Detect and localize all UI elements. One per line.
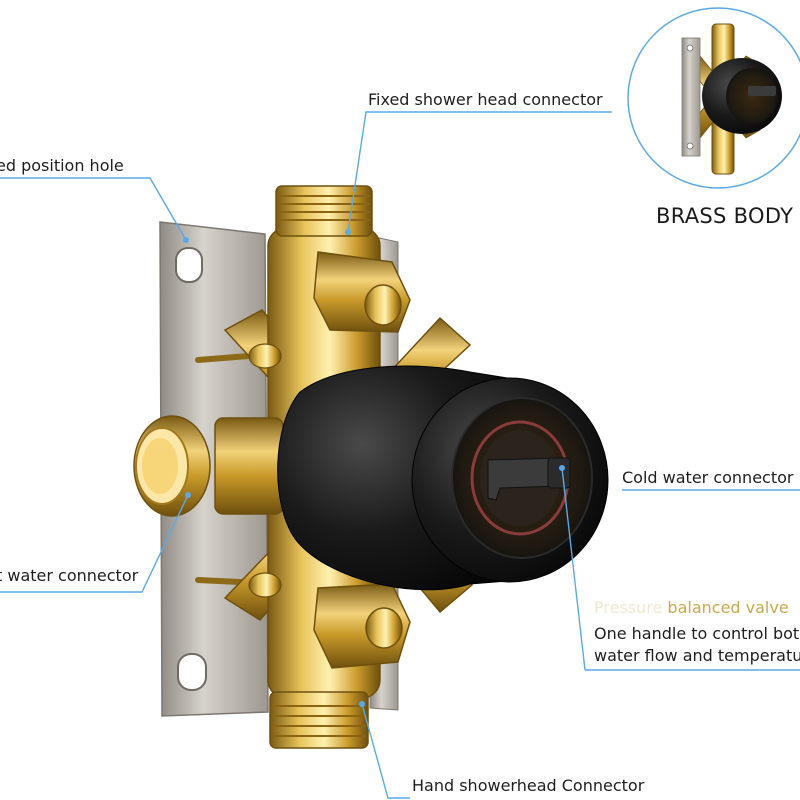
valve-callout-line-1: One handle to control bot (594, 624, 800, 643)
lower-nut (313, 583, 411, 669)
bottom-connector (269, 691, 369, 749)
position-hole-top (175, 247, 203, 283)
fixed-shower-head-connector-label: Fixed shower head connector (368, 90, 603, 109)
hot-water-connector (133, 415, 284, 517)
hot-water-connector-label: t water connector (0, 566, 139, 585)
position-hole-bottom (177, 653, 207, 691)
top-connector (275, 185, 373, 237)
valve-callout-line-2: water flow and temperatu (594, 646, 800, 665)
valve-callout-title: Pressure balanced valve (594, 598, 789, 618)
cold-water-connector-label: Cold water connector (622, 468, 794, 487)
hand-showerhead-connector-label: Hand showerhead Connector (412, 776, 645, 795)
brass-body-inset (627, 7, 800, 189)
callout-lines (0, 111, 800, 799)
side-nuts (248, 343, 282, 598)
valve-title-faded: Pressure (594, 598, 663, 617)
handle (277, 365, 609, 591)
brass-body-label: BRASS BODY (656, 204, 794, 228)
valve-title-main: balanced valve (667, 598, 789, 617)
upper-nut (313, 251, 411, 333)
fixed-position-hole-label: ed position hole (0, 156, 124, 175)
callout-dots (183, 229, 565, 707)
